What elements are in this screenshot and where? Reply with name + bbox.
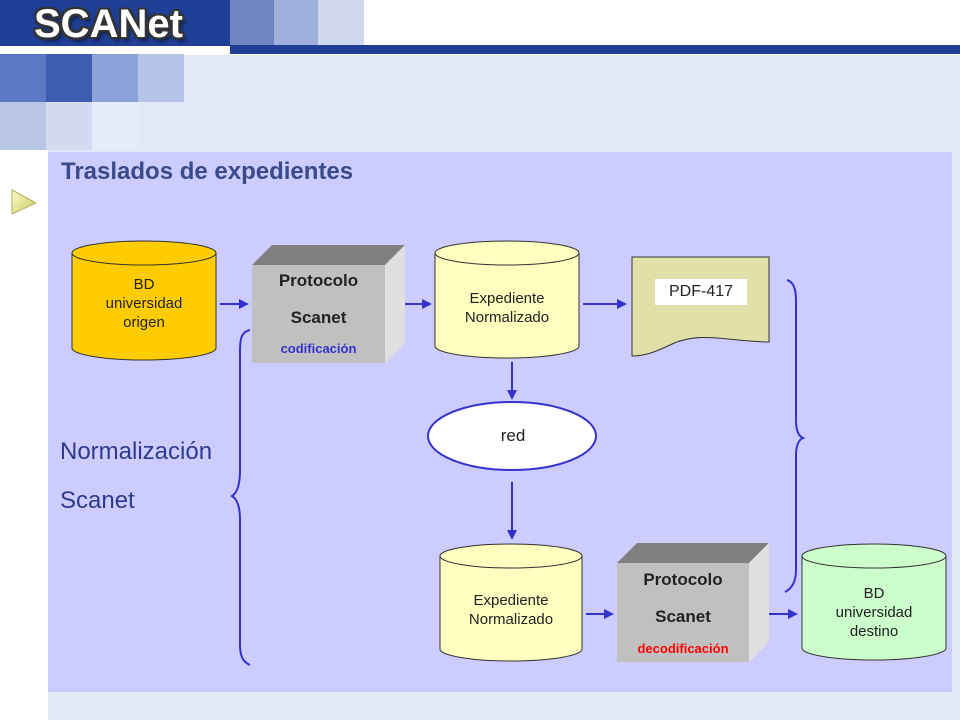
protocolo-cod-sub: codificación: [280, 341, 357, 356]
right-brace: [784, 279, 806, 593]
protocolo-decodificacion-box: [617, 543, 769, 662]
bd-destino-line3: destino: [849, 623, 899, 640]
bd-origen-label: BD universidad origen: [72, 275, 216, 332]
expediente-1-cylinder: [434, 240, 580, 359]
bd-destino-cylinder: [801, 543, 947, 661]
protocolo-cod-line2: Scanet: [290, 308, 347, 327]
protocolo-dec-line2: Scanet: [655, 607, 711, 626]
red-label: red: [500, 426, 526, 445]
slide-title: Traslados de expedientes: [61, 158, 354, 185]
left-brace: [230, 329, 251, 666]
bd-origen-line2: universidad: [105, 295, 183, 312]
bd-origen-line1: BD: [133, 276, 155, 293]
bd-destino-line2: universidad: [835, 604, 913, 621]
scanet-label: Scanet: [60, 487, 135, 514]
expediente-1-label: Expediente Normalizado: [435, 289, 579, 327]
protocolo-dec-line1: Protocolo: [643, 570, 723, 589]
expediente-2-cylinder: [439, 543, 583, 662]
pdf-417-label: PDF-417: [655, 279, 747, 305]
bd-origen-cylinder: [71, 240, 217, 361]
protocolo-codificacion-box: [252, 245, 405, 363]
scanet-logo: SCANet: [34, 2, 183, 46]
bd-origen-line3: origen: [123, 314, 165, 331]
normalizacion-label: Normalización: [60, 438, 213, 465]
bd-destino-line1: BD: [863, 585, 885, 602]
expediente-2-line1: Expediente: [473, 592, 549, 609]
protocolo-cod-line1: Protocolo: [278, 271, 359, 290]
bd-destino-label: BD universidad destino: [802, 584, 946, 641]
expediente-2-line2: Normalizado: [468, 611, 554, 628]
bullet-triangle-icon: [11, 189, 38, 215]
red-ellipse: [427, 401, 597, 471]
expediente-1-line1: Expediente: [469, 290, 545, 307]
expediente-1-line2: Normalizado: [464, 309, 550, 326]
expediente-2-label: Expediente Normalizado: [440, 591, 582, 629]
protocolo-dec-sub: decodificación: [637, 641, 729, 656]
